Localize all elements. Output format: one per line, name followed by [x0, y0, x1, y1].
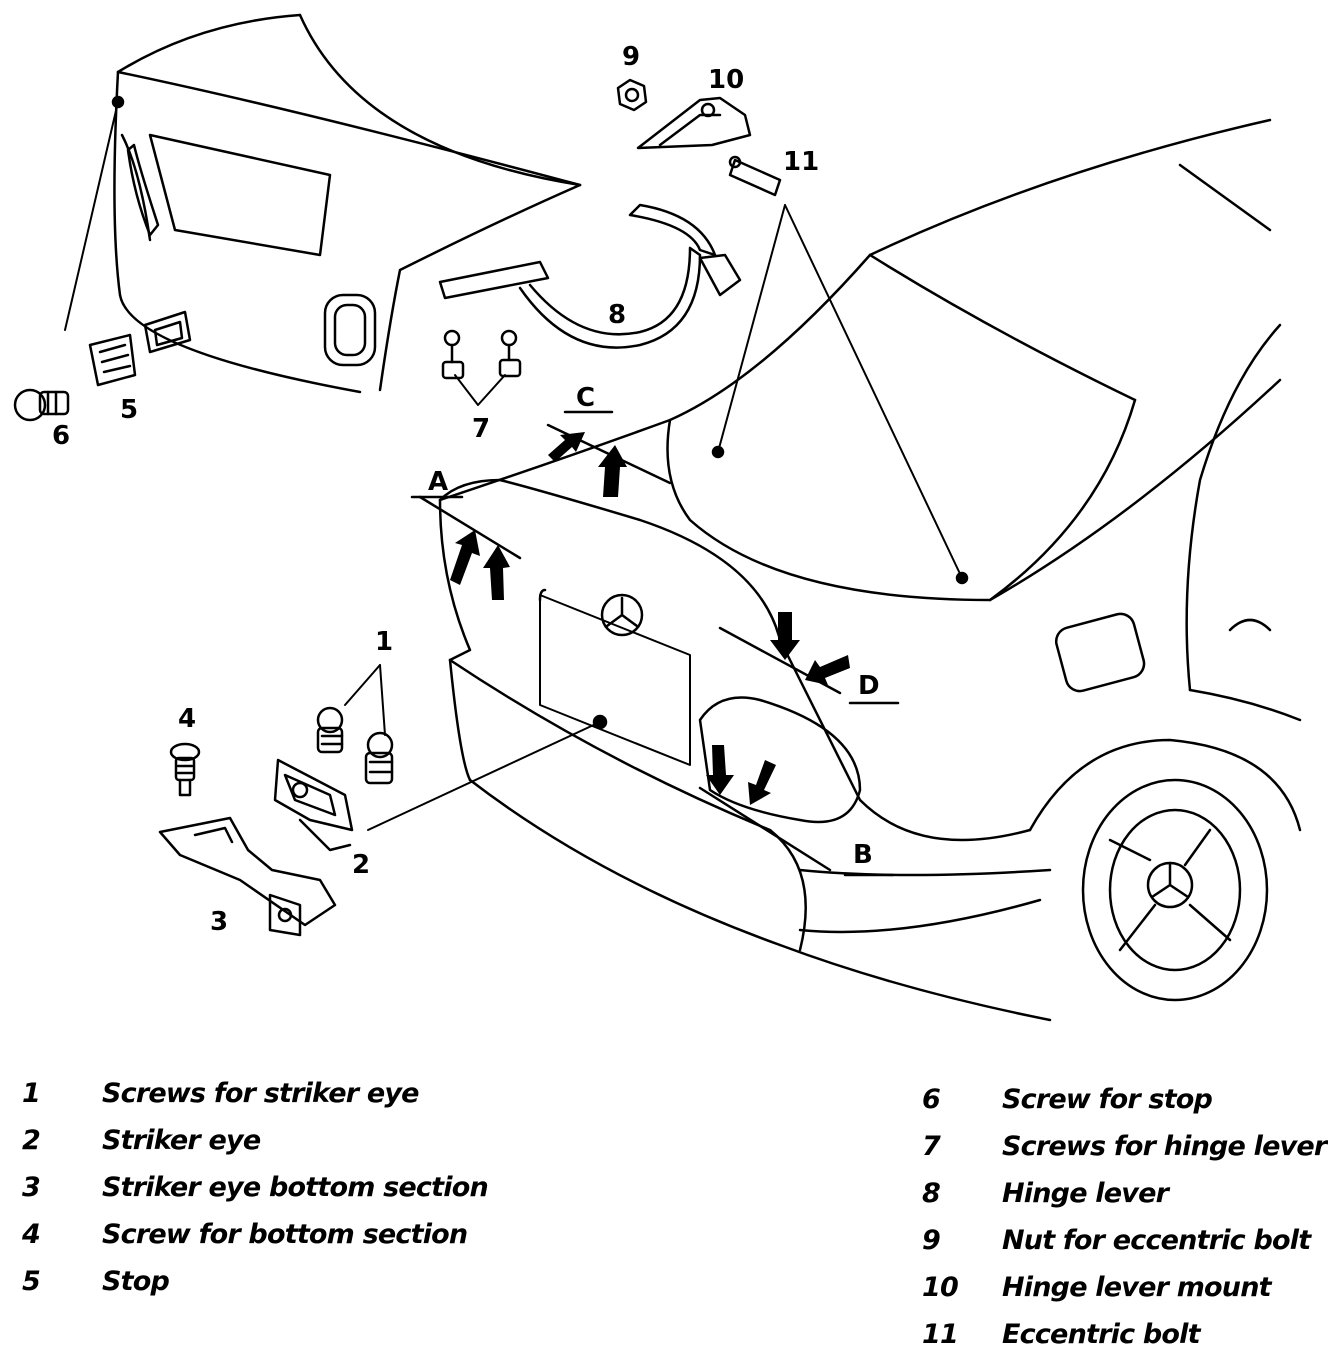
trunk-lid: [111, 13, 582, 394]
stop-part: [88, 310, 192, 387]
legend-number: 9: [922, 1225, 941, 1256]
legend-item-4: 4 Screw for bottom section: [22, 1211, 488, 1258]
hinge-lever-screws-part: [441, 329, 522, 380]
legend-item-8: 8 Hinge lever: [922, 1170, 1326, 1217]
striker-eye-bottom-section-part: [158, 816, 337, 937]
callout-c: C: [576, 383, 595, 413]
legend-number: 2: [22, 1125, 41, 1156]
hinge-lever-part: [438, 203, 742, 349]
legend-item-9: 9 Nut for eccentric bolt: [922, 1217, 1326, 1264]
legend-item-5: 5 Stop: [22, 1258, 488, 1305]
car-body: [438, 118, 1302, 1022]
callout-a: A: [428, 467, 448, 497]
callout-2: 2: [352, 850, 370, 880]
legend-right: 6 Screw for stop 7 Screws for hinge leve…: [922, 1076, 1327, 1358]
callout-6: 6: [52, 421, 70, 451]
legend-text: Nut for eccentric bolt: [1002, 1225, 1311, 1256]
legend-text: Stop: [102, 1266, 170, 1297]
legend-item-2: 2 Striker eye: [22, 1117, 488, 1164]
legend-number: 10: [922, 1272, 959, 1303]
legend-number: 5: [22, 1266, 41, 1297]
callout-labels: 1 2 3 4 5 6 7 8 9 10 11 A B C D: [52, 42, 880, 937]
legend-text: Screw for stop: [1002, 1084, 1213, 1115]
gap-markers: [410, 410, 900, 877]
callout-3: 3: [210, 907, 228, 937]
legend-item-1: 1 Screws for striker eye: [22, 1070, 488, 1117]
legend-number: 6: [922, 1084, 941, 1115]
legend-item-3: 3 Striker eye bottom section: [22, 1164, 489, 1211]
legend-text: Eccentric bolt: [1002, 1319, 1201, 1350]
callout-1: 1: [375, 627, 393, 657]
legend-text: Hinge lever mount: [1002, 1272, 1272, 1303]
legend-item-11: 11 Eccentric bolt: [922, 1311, 1326, 1358]
legend-text: Screws for hinge lever: [1002, 1131, 1327, 1162]
legend-text: Striker eye bottom section: [102, 1172, 489, 1203]
hinge-lever-mount-part: [636, 96, 752, 150]
callout-4: 4: [178, 704, 196, 734]
callout-7: 7: [472, 414, 490, 444]
legend-number: 8: [922, 1178, 941, 1209]
legend-text: Hinge lever: [1002, 1178, 1169, 1209]
striker-eye-screws-part: [316, 706, 394, 785]
legend-left: 1 Screws for striker eye 2 Striker eye 3…: [22, 1070, 489, 1305]
callout-d: D: [858, 671, 880, 701]
eccentric-bolt-part: [728, 155, 782, 197]
callout-11: 11: [783, 147, 819, 177]
callout-8: 8: [608, 300, 626, 330]
parts: [13, 78, 782, 937]
legend-number: 11: [922, 1319, 959, 1350]
legend-text: Striker eye: [102, 1125, 261, 1156]
legend-item-7: 7 Screws for hinge lever: [922, 1123, 1327, 1170]
screw-for-stop-part: [13, 388, 70, 422]
legend-text: Screws for striker eye: [102, 1078, 420, 1109]
legend-number: 1: [22, 1078, 41, 1109]
legend-text: Screw for bottom section: [102, 1219, 468, 1250]
eccentric-bolt-nut-part: [616, 78, 648, 112]
callout-9: 9: [622, 42, 640, 72]
legend-number: 4: [22, 1219, 41, 1250]
legend-number: 3: [22, 1172, 41, 1203]
callout-b: B: [853, 840, 873, 870]
striker-eye-part: [273, 758, 354, 852]
trunk-lid-exploded-diagram: 1 2 3 4 5 6 7 8 9 10 11 A B C D: [13, 13, 1302, 1022]
callout-10: 10: [708, 65, 744, 95]
legend-item-10: 10 Hinge lever mount: [922, 1264, 1326, 1311]
leader-lines: [64, 101, 963, 831]
bottom-section-screw-part: [169, 742, 201, 797]
legend-number: 7: [922, 1131, 941, 1162]
callout-5: 5: [120, 395, 138, 425]
legend-item-6: 6 Screw for stop: [922, 1076, 1326, 1123]
